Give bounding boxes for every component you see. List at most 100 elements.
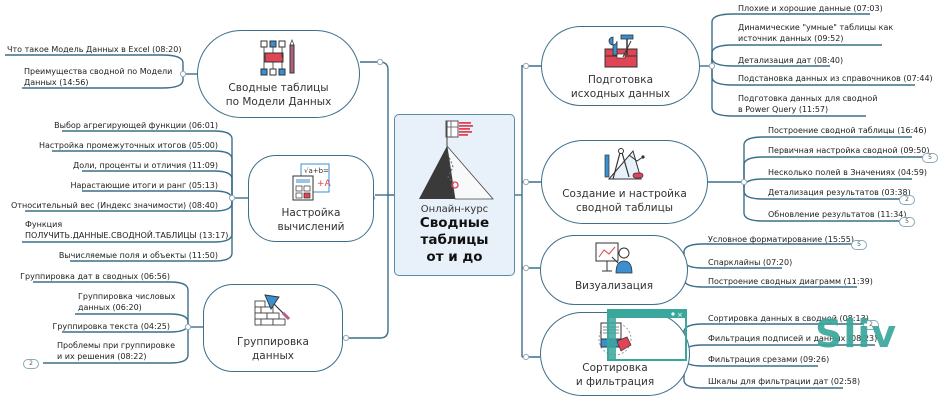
leaf-label: Построение сводной таблицы (16:46) [768, 126, 927, 135]
leaf-topic[interactable]: Условное форматирование (15:55) [708, 234, 854, 245]
leaf-topic[interactable]: Фильтрация подписей и данных (08:23) [708, 333, 877, 344]
branch-data-model[interactable]: Сводные таблицы по Модели Данных [197, 30, 360, 118]
child-count-badge[interactable]: 5 [851, 240, 867, 250]
leaf-connector [43, 327, 189, 364]
child-count-badge[interactable]: 2 [863, 320, 879, 330]
leaf-label: Шкалы для фильтрации дат (02:58) [708, 377, 861, 386]
collapse-toggle[interactable] [740, 178, 748, 186]
leaf-topic[interactable]: Несколько полей в Значениях (04:59) [768, 167, 927, 178]
child-count-badge[interactable]: 2 [899, 195, 915, 205]
collapse-toggle[interactable] [522, 62, 530, 70]
leaf-label: Что такое Модель Данных в Excel (08:20) [7, 45, 182, 54]
leaf-label: Группировка текста (04:25) [52, 322, 170, 331]
leaf-label: в Power Query (11:57) [738, 105, 829, 114]
collapse-toggle[interactable] [228, 194, 236, 202]
leaf-topic[interactable]: Группировка текста (04:25) [52, 321, 170, 332]
collapse-toggle[interactable] [522, 264, 530, 272]
data-model-diagram-icon [260, 39, 295, 76]
calculator-formula-icon: √a+b= +A [292, 163, 331, 201]
browser-window-icon: × [607, 309, 687, 361]
branch-preparation[interactable]: Подготовка исходных данных [541, 26, 700, 106]
leaf-label: Преимущества сводной по Модели [24, 67, 173, 76]
leaf-label: Выбор агрегирующей функции (06:01) [54, 121, 218, 130]
collapse-toggle[interactable] [342, 334, 350, 342]
svg-text:+A: +A [317, 179, 331, 189]
course-title-line: Сводные [419, 215, 490, 231]
leaf-label: Подготовка данных для сводной [738, 94, 878, 103]
leaf-topic[interactable]: Относительный вес (Индекс значимости) (0… [11, 200, 218, 211]
branch-label: Визуализация [574, 280, 654, 292]
collapse-toggle[interactable] [179, 70, 187, 78]
leaf-label: Подстановка данных из справочников (07:4… [738, 74, 933, 83]
leaf-connector [62, 130, 233, 198]
branch-calculations[interactable]: √a+b= +A Настройка вычислений [248, 155, 374, 242]
collapse-toggle[interactable] [522, 353, 530, 361]
leaf-topic[interactable]: Подготовка данных для сводной в Power Que… [738, 93, 877, 115]
leaf-topic[interactable]: Построение сводных диаграмм (11:39) [708, 276, 873, 287]
branch-label: Настройка [281, 207, 341, 219]
leaf-topic[interactable]: Фильтрация срезами (09:26) [708, 354, 829, 365]
leaf-label: Фильтрация срезами (09:26) [708, 355, 830, 364]
course-title-line: от и до [426, 249, 483, 265]
child-count-badge[interactable]: 2 [23, 359, 39, 369]
leaf-topic[interactable]: Шкалы для фильтрации дат (02:58) [708, 376, 860, 387]
leaf-topic[interactable]: Вычисляемые поля и объекты (11:50) [59, 250, 218, 261]
leaf-connector [70, 198, 233, 262]
leaf-label: и их решения (08:22) [57, 352, 147, 361]
course-title-line: таблицы [420, 232, 489, 248]
branch-label: Группировка [237, 336, 309, 348]
leaf-label: Нарастающие итоги и ранг (05:13) [70, 181, 219, 190]
leaf-topic[interactable]: Настройка промежуточных итогов (05:00) [39, 140, 218, 151]
mountain-flag-icon [418, 120, 494, 200]
collapse-toggle[interactable] [376, 58, 384, 66]
leaf-connector [711, 44, 882, 66]
branch-grouping[interactable]: Группировка данных [203, 284, 343, 372]
leaf-topic[interactable]: Что такое Модель Данных в Excel (08:20) [7, 44, 181, 55]
collapse-toggle[interactable] [184, 323, 192, 331]
leaf-label: Группировка дат в сводных (06:56) [20, 272, 170, 281]
branch-label: сводной таблицы [575, 202, 674, 214]
leaf-topic[interactable]: Группировка дат в сводных (06:56) [20, 271, 170, 282]
child-count-badge[interactable]: 5 [899, 217, 915, 227]
leaf-connector [22, 74, 184, 89]
leaf-topic[interactable]: Построение сводной таблицы (16:46) [768, 125, 927, 136]
child-count-badge[interactable]: 5 [922, 153, 938, 163]
leaf-topic[interactable]: Нарастающие итоги и ранг (05:13) [71, 180, 219, 191]
leaf-topic[interactable]: Спарклайны (07:20) [708, 257, 792, 268]
leaf-topic[interactable]: Детализация результатов (03:38) [768, 187, 911, 198]
leaf-connector [711, 13, 870, 66]
collapse-toggle[interactable] [708, 62, 716, 70]
leaf-connector [75, 313, 189, 327]
branch-visualization[interactable]: Визуализация [540, 235, 688, 305]
leaf-topic[interactable]: Первичная настройка сводной (09:50) [768, 145, 930, 156]
leaf-topic[interactable]: Обновление результатов (11:34) [768, 209, 907, 220]
leaf-topic[interactable]: Сортировка данных в сводной (08:13) [708, 313, 869, 324]
leaf-topic[interactable]: Детализация дат (08:40) [738, 55, 843, 66]
collapse-toggle[interactable] [522, 178, 530, 186]
central-topic[interactable]: Онлайн-курс Сводные таблицы от и до [394, 114, 515, 276]
leaf-topic[interactable]: Подстановка данных из справочников (07:4… [738, 73, 933, 84]
leaf-topic[interactable]: Плохие и хорошие данные (07:03) [738, 3, 883, 14]
leaf-label: Относительный вес (Индекс значимости) (0… [11, 201, 218, 210]
leaf-connector [5, 54, 184, 74]
watermark-text: Sliv [815, 312, 898, 356]
leaf-label: Данных (14:56) [24, 78, 89, 87]
leaf-topic[interactable]: Доли, проценты и отличия (11:09) [73, 160, 218, 171]
svg-text:√a+b=: √a+b= [304, 167, 329, 175]
leaf-label: Доли, проценты и отличия (11:09) [72, 161, 218, 170]
leaf-connector [743, 182, 905, 222]
leaf-connector [82, 190, 233, 200]
leaf-topic[interactable]: Выбор агрегирующей функции (06:01) [54, 120, 218, 131]
leaf-label: ПОЛУЧИТЬ.ДАННЫЕ.СВОДНОЙ.ТАБЛИЦЫ (13:17) [25, 231, 229, 240]
branch-creation[interactable]: Создание и настройка сводной таблицы [541, 140, 708, 224]
leaf-connector [683, 243, 857, 268]
leaf-label: Детализация дат (08:40) [738, 56, 844, 65]
leaf-label: Вычисляемые поля и объекты (11:50) [58, 251, 218, 260]
leaf-connector [711, 57, 830, 67]
branch-label: по Модели Данных [225, 96, 332, 108]
